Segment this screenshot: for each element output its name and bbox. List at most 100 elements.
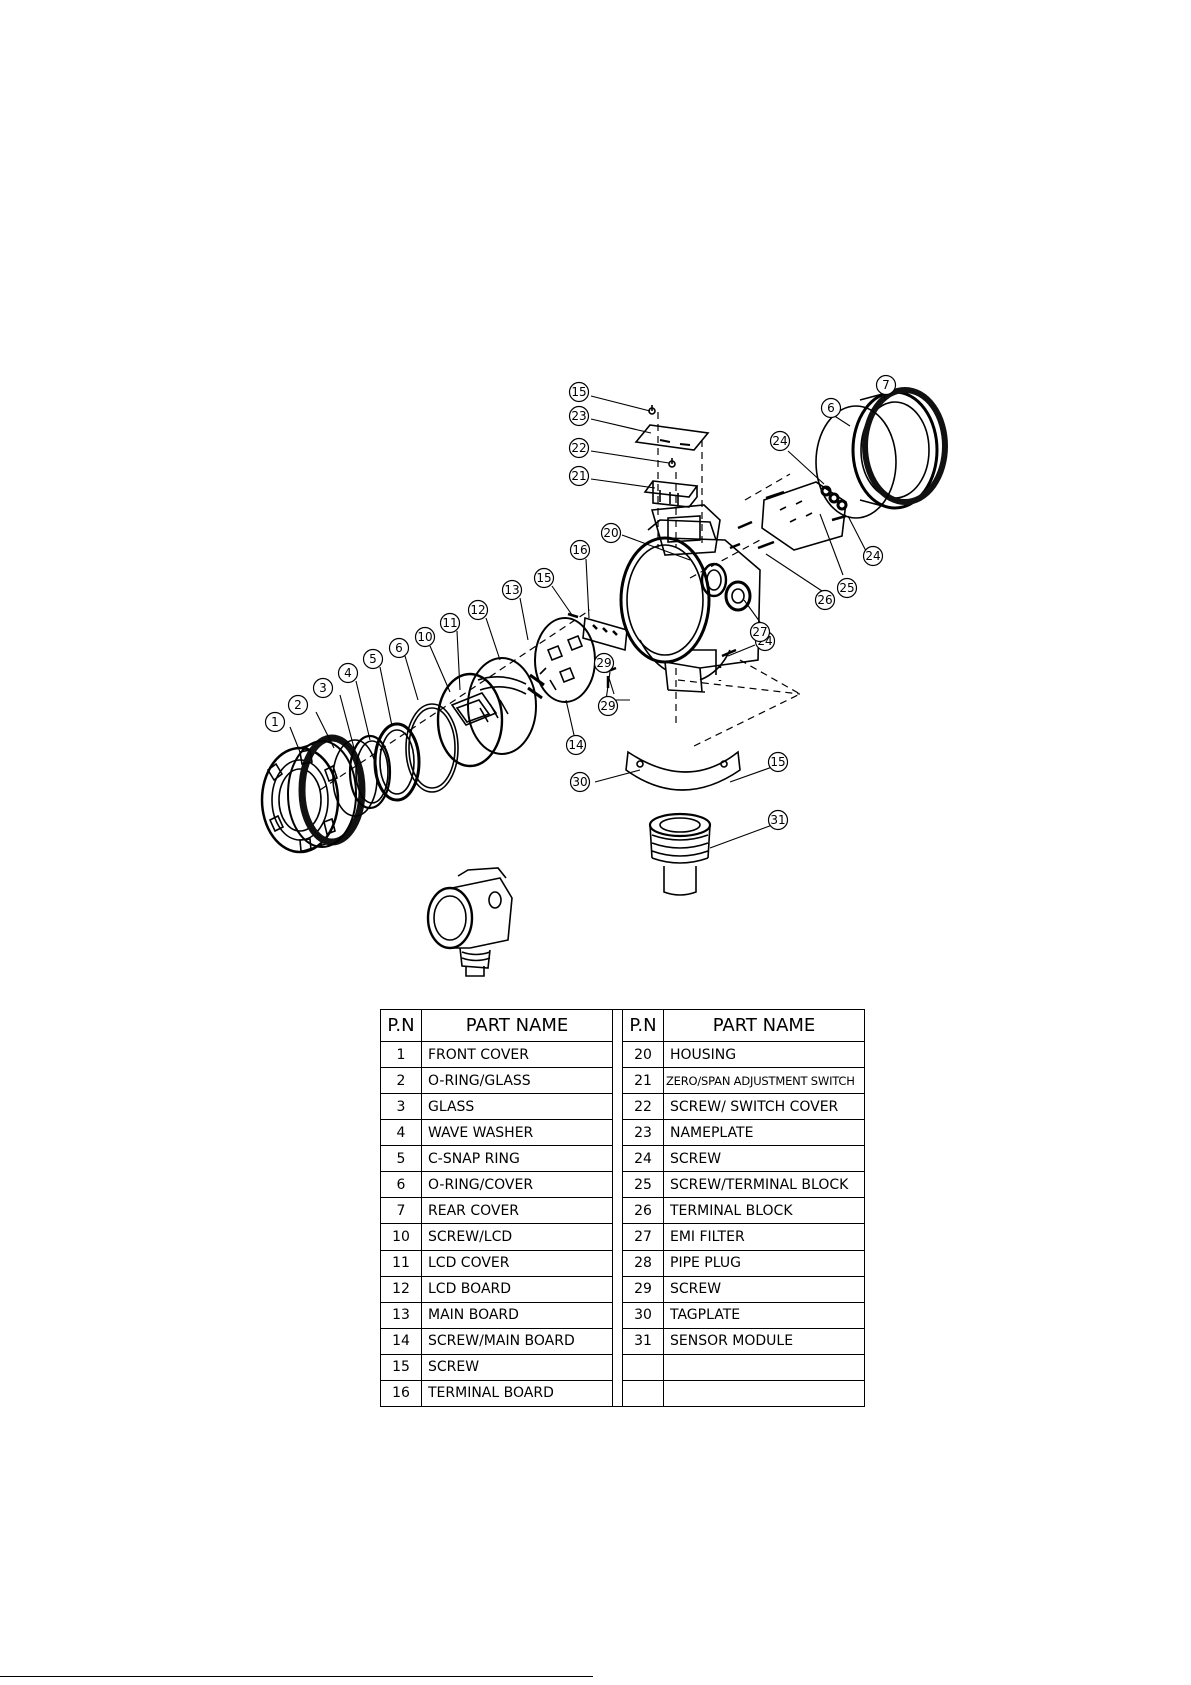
callout-circle: [568, 381, 590, 403]
callout-circle: [568, 405, 590, 427]
callout-number: 12: [470, 603, 485, 617]
callout-circle: [875, 374, 897, 396]
part-number-cell: 25: [622, 1171, 664, 1199]
part-number-cell: 31: [622, 1327, 664, 1355]
part-number-cell: 16: [380, 1379, 422, 1408]
table-header-row: P.N PART NAME: [380, 1009, 613, 1042]
part-number-cell: 22: [622, 1093, 664, 1121]
callout-marker: 29: [593, 652, 615, 674]
header-pn: P.N: [380, 1009, 422, 1042]
callout-number: 15: [571, 385, 586, 399]
part-name-cell: SCREW/MAIN BOARD: [421, 1327, 613, 1355]
assembled-view-drawing: [426, 867, 513, 977]
callout-marker: 15: [568, 381, 590, 403]
part-name-cell: HOUSING: [663, 1040, 865, 1069]
callout-circle: [767, 809, 789, 831]
callout-circle: [337, 662, 359, 684]
callout-circle: [836, 577, 858, 599]
header-part-name: PART NAME: [663, 1009, 865, 1042]
tagplate-drawing: [625, 750, 741, 791]
callout-circle: [414, 626, 436, 648]
callout-markers: 1523222120161513121110654321142929301531…: [264, 374, 897, 831]
part-name-cell: SCREW/ SWITCH COVER: [663, 1093, 865, 1121]
part-number-cell: 11: [380, 1249, 422, 1277]
part-number-cell: 5: [380, 1145, 422, 1173]
assembly-guide-lines: [319, 412, 802, 791]
part-number-cell: 20: [622, 1040, 664, 1069]
part-name-cell: EMI FILTER: [663, 1223, 865, 1251]
callout-circle: [820, 397, 842, 419]
callout-number: 13: [504, 583, 519, 597]
callout-marker: 15: [533, 567, 555, 589]
callout-circle: [287, 694, 309, 716]
part-name-cell: TERMINAL BOARD: [421, 1379, 613, 1408]
part-number-cell: 15: [380, 1353, 422, 1381]
callout-number: 31: [770, 813, 785, 827]
part-name-cell: GLASS: [421, 1093, 613, 1121]
callout-number: 23: [571, 409, 586, 423]
callout-number: 26: [817, 593, 832, 607]
callout-circle: [597, 695, 619, 717]
callout-number: 24: [772, 434, 787, 448]
callout-marker: 3: [312, 677, 334, 699]
callout-marker: 29: [597, 695, 619, 717]
lcd-assembly-drawing: [436, 657, 537, 768]
callout-marker: 5: [362, 648, 384, 670]
callout-circle: [565, 734, 587, 756]
callout-number: 15: [536, 571, 551, 585]
part-number-cell: 3: [380, 1093, 422, 1121]
part-name-cell: PIPE PLUG: [663, 1249, 865, 1277]
callout-circle: [593, 652, 615, 674]
part-name-cell: SCREW/LCD: [421, 1223, 613, 1251]
part-name-cell: TAGPLATE: [663, 1301, 865, 1329]
callout-marker: 1: [264, 711, 286, 733]
callout-leaders: [289, 391, 886, 849]
part-number-cell: 27: [622, 1223, 664, 1251]
callout-circle: [769, 430, 791, 452]
part-name-cell: ZERO/SPAN ADJUSTMENT SWITCH: [663, 1067, 865, 1095]
part-number-cell: 2: [380, 1067, 422, 1095]
callout-number: 27: [752, 625, 767, 639]
part-name-cell: C-SNAP RING: [421, 1145, 613, 1173]
part-number-cell: 1: [380, 1040, 422, 1069]
housing-drawing: [619, 504, 761, 693]
part-number-cell: 4: [380, 1119, 422, 1147]
header-pn: P.N: [622, 1009, 664, 1042]
callout-marker: 25: [836, 577, 858, 599]
callout-number: 4: [344, 666, 352, 680]
part-number-cell: 23: [622, 1119, 664, 1147]
part-number-cell: 21: [622, 1067, 664, 1095]
callout-number: 3: [319, 681, 327, 695]
callout-marker: 11: [439, 612, 461, 634]
main-board-drawing: [527, 617, 596, 703]
callout-number: 30: [572, 775, 587, 789]
callout-number: 25: [839, 581, 854, 595]
rings-drawing: [332, 703, 459, 817]
part-number-cell: 28: [622, 1249, 664, 1277]
part-number-cell: 6: [380, 1171, 422, 1199]
sensor-module-drawing: [648, 812, 712, 896]
callout-circle: [862, 545, 884, 567]
part-number-cell: 14: [380, 1327, 422, 1355]
callout-marker: 6: [388, 637, 410, 659]
callout-circle: [533, 567, 555, 589]
callout-marker: 13: [501, 579, 523, 601]
front-cover-drawing: [260, 734, 366, 854]
callout-circle: [312, 677, 334, 699]
terminal-block-drawing: [605, 481, 848, 688]
part-name-cell: [663, 1353, 865, 1381]
callout-number: 6: [827, 401, 835, 415]
